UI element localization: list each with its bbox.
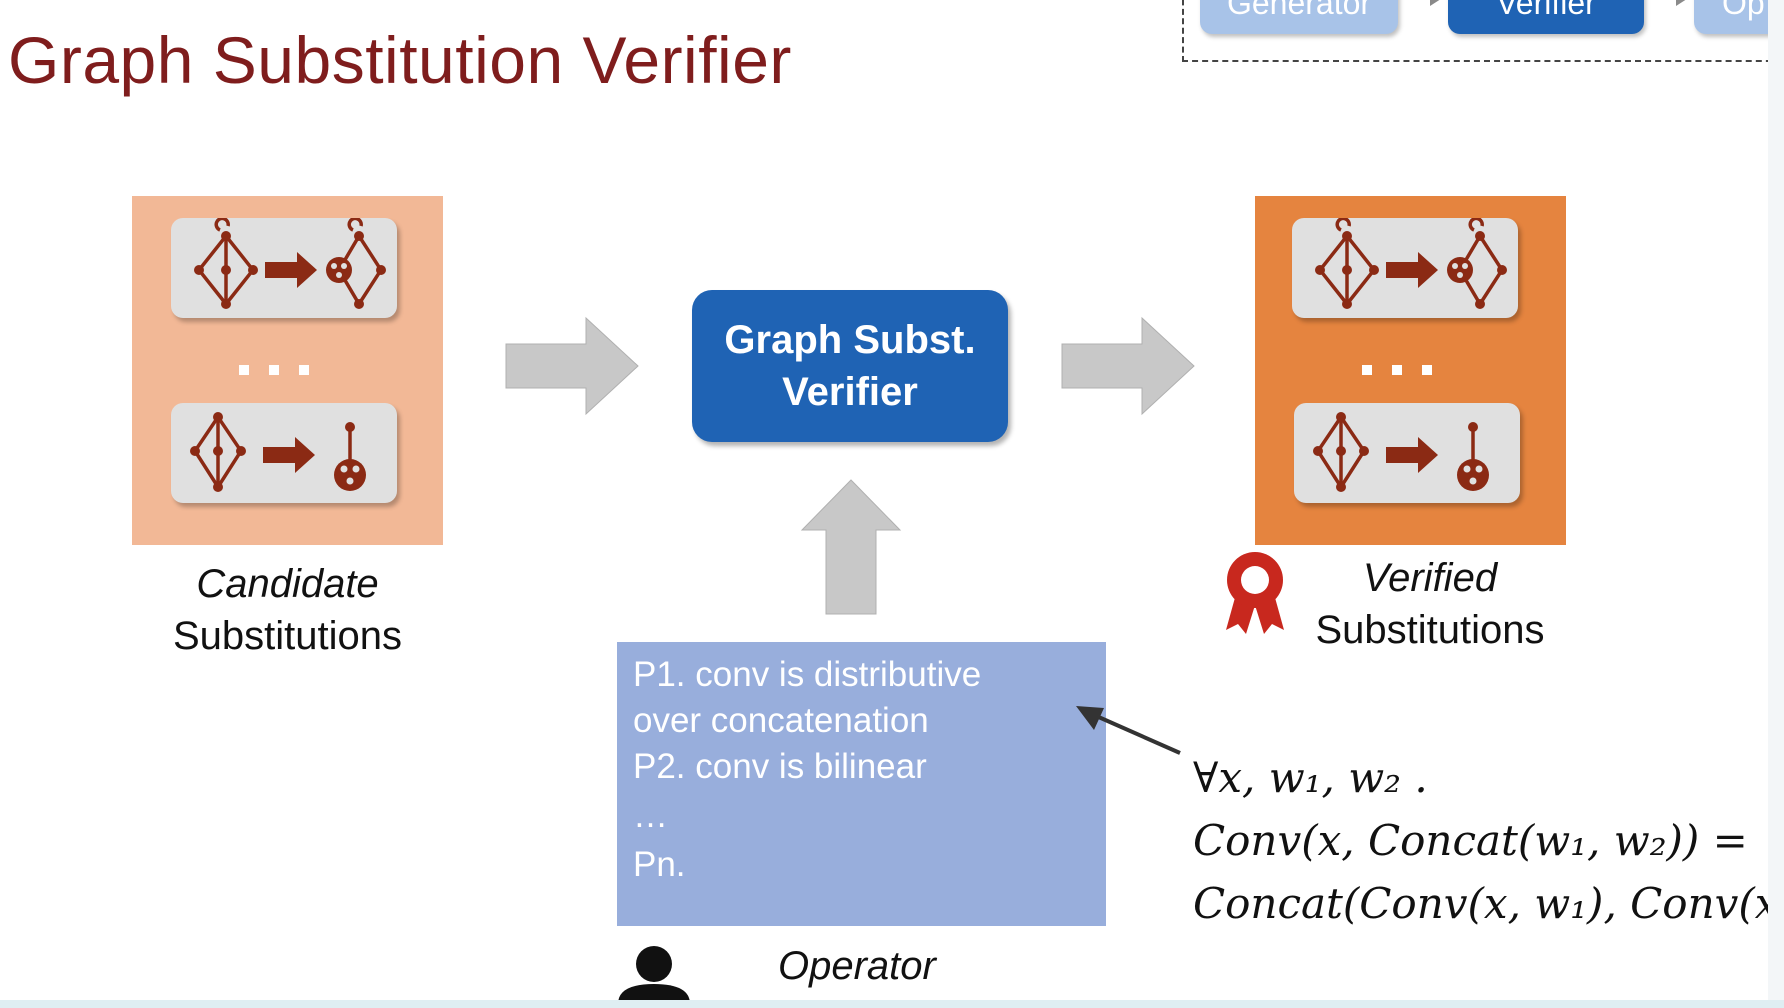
property-line: P2. conv is bilinear (633, 747, 927, 786)
pointer-arrow-icon (1076, 706, 1181, 755)
pipeline-indicator: Generator Verifier Op (1182, 0, 1784, 62)
verified-substitutions-panel (1255, 196, 1566, 545)
substitution-card (171, 216, 397, 318)
substitution-card (1294, 403, 1520, 503)
property-line: … (633, 796, 668, 835)
verifier-box-line1: Graph Subst. (724, 318, 976, 362)
gray-right-arrow-icon (1061, 316, 1195, 416)
properties-box: P1. conv is distributive over concatenat… (617, 642, 1106, 926)
substitution-card (171, 403, 397, 503)
property-line: over concatenation (633, 701, 929, 740)
graph-transform-icon (194, 216, 386, 309)
formula-line1: ∀x, w₁, w₂ . (1193, 753, 1428, 802)
pipeline-arrow-icon (1676, 0, 1686, 6)
graph-transform-icon (1313, 412, 1489, 492)
page-title: Graph Substitution Verifier (8, 23, 792, 97)
graph-subst-verifier-box: Graph Subst. Verifier (692, 290, 1008, 442)
candidate-caption-line2: Substitutions (172, 614, 403, 658)
verified-caption-line2: Substitutions (1315, 608, 1545, 652)
gray-right-arrow-icon (505, 316, 639, 416)
pipeline-step-verifier: Verifier (1448, 0, 1644, 34)
verifier-box-line2: Verifier (782, 370, 918, 414)
person-icon (618, 946, 690, 1004)
property-line: Pn. (633, 845, 686, 884)
bottom-strip (0, 1000, 1784, 1008)
graph-transform-icon (190, 412, 366, 492)
formula-line3: Concat(Conv(x, w₁), Conv(x (1193, 879, 1779, 928)
edge-strip (1768, 0, 1784, 1008)
candidate-caption-line1: Candidate (196, 562, 379, 606)
graph-transform-icon (1315, 216, 1507, 309)
verified-caption: Verified Substitutions (1270, 552, 1590, 656)
ellipsis-icon (239, 365, 309, 375)
property-line: P1. conv is distributive (633, 655, 982, 694)
candidate-caption: Candidate Substitutions (132, 558, 443, 662)
operator-label: Operator (778, 944, 936, 988)
pipeline-arrow-icon (1430, 0, 1440, 6)
candidate-substitutions-panel (132, 196, 443, 545)
substitution-card (1292, 216, 1518, 318)
ellipsis-icon (1362, 365, 1432, 375)
gray-up-arrow-icon (800, 479, 902, 615)
pipeline-step-generator: Generator (1200, 0, 1398, 34)
formula: ∀x, w₁, w₂ . Conv(x, Concat(w₁, w₂)) = C… (1193, 746, 1778, 935)
formula-line2: Conv(x, Concat(w₁, w₂)) = (1193, 816, 1748, 865)
verified-caption-line1: Verified (1362, 556, 1498, 600)
award-ribbon-icon (1226, 552, 1284, 634)
